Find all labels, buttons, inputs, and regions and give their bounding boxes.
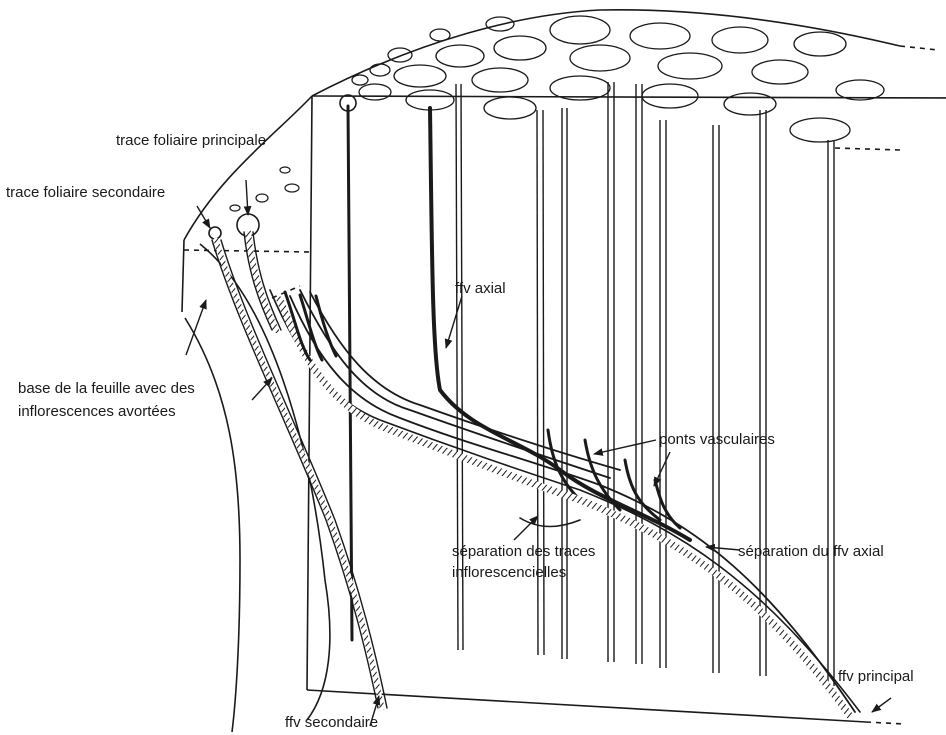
label-separation-traces-line2: inflorescencielles bbox=[452, 563, 566, 582]
label-separation-ffv-axial: séparation du ffv axial bbox=[738, 542, 884, 561]
label-trace-foliaire-principale: trace foliaire principale bbox=[116, 131, 266, 150]
label-base-feuille-line2: inflorescences avortées bbox=[18, 402, 176, 421]
axial-bundles bbox=[456, 82, 834, 686]
label-base-feuille-line1: base de la feuille avec des bbox=[18, 379, 195, 398]
leaf-trace-bundle bbox=[270, 290, 860, 716]
label-ffv-secondaire: ffv secondaire bbox=[285, 713, 378, 732]
label-ponts-vasculaires: ponts vasculaires bbox=[659, 430, 775, 449]
dashed-edges bbox=[184, 46, 938, 724]
label-trace-foliaire-secondaire: trace foliaire secondaire bbox=[6, 183, 165, 202]
principal-trace-start bbox=[244, 232, 281, 330]
stem-block-outline bbox=[182, 10, 946, 732]
left-face-pores bbox=[230, 167, 299, 211]
label-ffv-axial: ffv axial bbox=[455, 279, 506, 298]
label-ffv-principal: ffv principal bbox=[838, 667, 914, 686]
label-separation-traces-line1: séparation des traces bbox=[452, 542, 595, 561]
